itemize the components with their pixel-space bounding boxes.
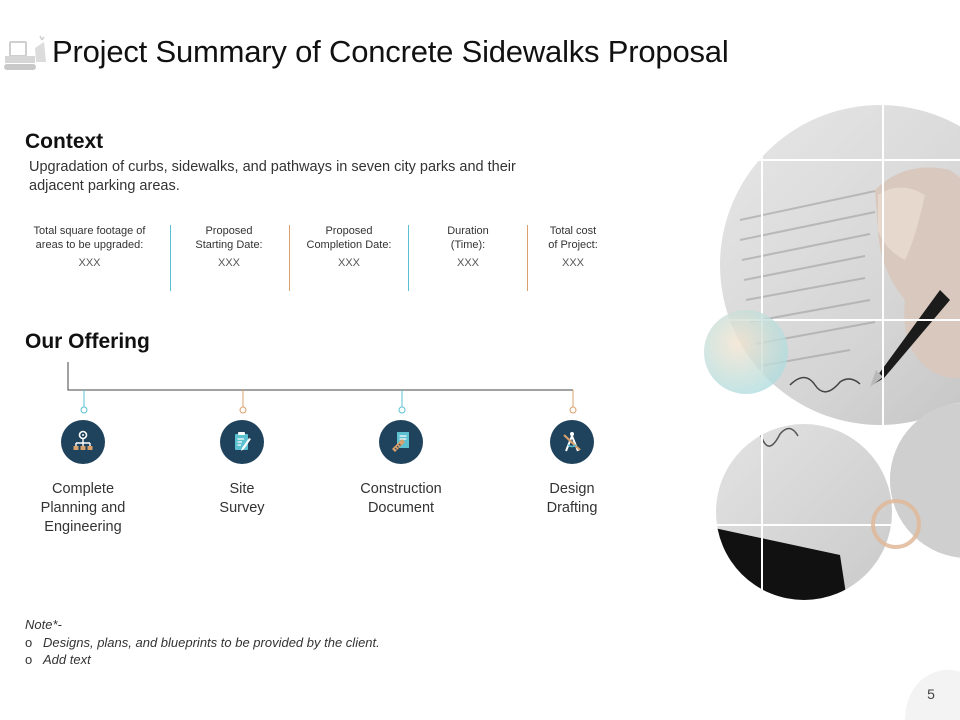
bulldozer-icon xyxy=(4,35,46,70)
note-block: Note*- o Designs, plans, and blueprints … xyxy=(25,616,380,669)
context-description: Upgradation of curbs, sidewalks, and pat… xyxy=(29,159,516,194)
stat-label-line: Total square footage of xyxy=(33,225,146,237)
note-text: Designs, plans, and blueprints to be pro… xyxy=(43,634,380,650)
contract-signing-photo xyxy=(704,105,960,600)
offering-label-line: Survey xyxy=(219,500,265,516)
stat-divider xyxy=(289,225,290,291)
offering-label-design: Design Drafting xyxy=(502,480,642,518)
stat-value: XXX xyxy=(561,257,584,269)
stat-label-line: Total cost xyxy=(549,225,597,237)
stat-value: XXX xyxy=(78,257,101,269)
offering-icon xyxy=(220,420,264,464)
stat-total-cost: Total cost of Project: XXX xyxy=(531,225,615,291)
stat-label-line: of Project: xyxy=(548,238,598,251)
stat-divider xyxy=(527,225,528,291)
stat-label-line: Completion Date: xyxy=(306,238,392,251)
stat-value: XXX xyxy=(456,257,479,269)
stat-value: XXX xyxy=(337,257,360,269)
offering-icon xyxy=(550,420,594,464)
offering-label-line: Site xyxy=(229,481,255,497)
stat-starting-date: Proposed Starting Date: XXX xyxy=(175,225,283,291)
stat-label-line: Proposed xyxy=(325,225,373,237)
note-item: o Designs, plans, and blueprints to be p… xyxy=(25,634,380,652)
offering-label-line: Drafting xyxy=(546,500,598,516)
note-item: o Add text xyxy=(25,651,380,669)
page-number: 5 xyxy=(927,686,935,702)
stat-divider xyxy=(170,225,171,291)
offering-label-planning: Complete Planning and Engineering xyxy=(13,480,153,537)
stat-completion-date: Proposed Completion Date: XXX xyxy=(294,225,404,291)
stat-duration: Duration (Time): XXX xyxy=(414,225,522,291)
page-number-badge xyxy=(905,669,960,720)
stat-label-line: Starting Date: xyxy=(195,238,263,251)
offering-label-line: Planning and xyxy=(40,500,126,516)
bullet: o xyxy=(25,652,33,667)
offering-icon xyxy=(379,420,423,464)
note-heading: Note*- xyxy=(25,617,62,632)
offering-connector-tree xyxy=(67,362,577,414)
stat-label-line: Proposed xyxy=(205,225,253,237)
document-ruler-icon xyxy=(392,432,409,452)
clipboard-pen-icon xyxy=(235,432,251,451)
offering-heading: Our Offering xyxy=(25,330,150,353)
stat-value: XXX xyxy=(217,257,240,269)
stat-square-footage: Total square footage of areas to be upgr… xyxy=(22,225,157,291)
offering-label-site-survey: Site Survey xyxy=(172,480,312,518)
flowchart-gear-icon xyxy=(73,430,93,450)
offering-label-construction: Construction Document xyxy=(331,480,471,518)
context-heading: Context xyxy=(25,130,104,153)
note-text: Add text xyxy=(43,652,91,667)
offering-label-line: Engineering xyxy=(44,519,122,535)
stat-label-line: (Time): xyxy=(450,238,486,251)
offering-label-line: Design xyxy=(549,481,595,497)
offering-label-line: Construction xyxy=(360,481,442,497)
page-title: Project Summary of Concrete Sidewalks Pr… xyxy=(52,34,729,69)
drafting-compass-icon xyxy=(563,432,581,452)
stat-label-line: areas to be upgraded: xyxy=(35,238,144,251)
offering-label-line: Document xyxy=(367,500,435,516)
offering-icon xyxy=(61,420,105,464)
offering-label-line: Complete xyxy=(51,481,115,497)
bullet: o xyxy=(25,634,33,650)
stat-label-line: Duration xyxy=(447,225,489,237)
stat-divider xyxy=(408,225,409,291)
